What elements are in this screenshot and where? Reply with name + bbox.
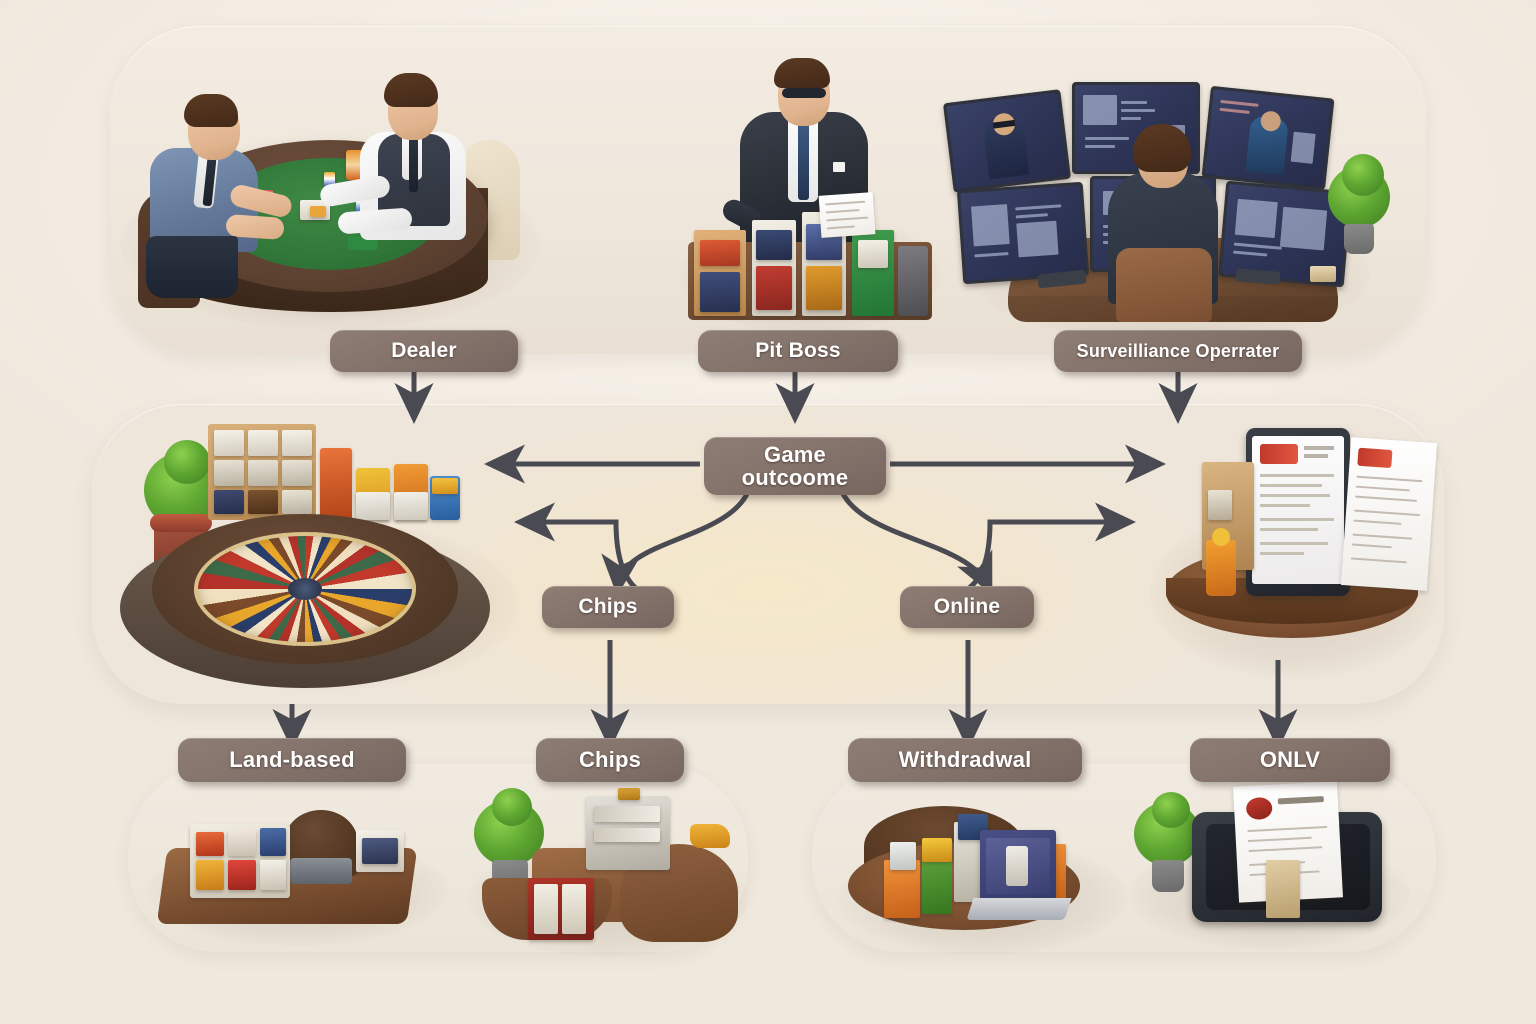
scene-onlv: [1130, 778, 1420, 958]
label-text-chips-bottom: Chips: [578, 747, 642, 773]
label-text-online-mid: Online: [933, 594, 1001, 618]
label-text-withdrawal: Withdradwal: [898, 747, 1032, 773]
label-text-onlv: ONLV: [1259, 747, 1321, 773]
label-text-game-outcome-line2: outcoome: [741, 465, 849, 490]
label-text-dealer: Dealer: [391, 338, 457, 362]
node-label-chips-mid[interactable]: Chips: [542, 586, 674, 628]
node-label-game-outcome[interactable]: Game outcoome: [704, 437, 886, 495]
scene-surveillance: [930, 34, 1410, 344]
scene-pit-boss: [660, 34, 960, 334]
scene-dealer: [110, 40, 550, 340]
node-label-surveillance[interactable]: Surveilliance Operrater: [1054, 330, 1302, 372]
node-label-online-mid[interactable]: Online: [900, 586, 1034, 628]
scene-withdrawal: [838, 780, 1138, 960]
node-label-land-based[interactable]: Land-based: [178, 738, 406, 782]
scene-online-device: [1150, 418, 1450, 678]
label-text-chips-mid: Chips: [578, 594, 638, 618]
monitor-screen: [942, 89, 1072, 193]
label-text-pit-boss: Pit Boss: [755, 338, 841, 362]
scene-chips: [468, 782, 758, 962]
node-label-chips-bottom[interactable]: Chips: [536, 738, 684, 782]
node-label-onlv[interactable]: ONLV: [1190, 738, 1390, 782]
scene-land-based: [148, 786, 468, 956]
label-text-surveillance: Surveilliance Operrater: [1076, 340, 1280, 361]
label-text-land-based: Land-based: [229, 747, 355, 773]
scene-roulette: [120, 420, 540, 700]
label-text-game-outcome-line1: Game: [764, 441, 826, 467]
node-label-withdrawal[interactable]: Withdradwal: [848, 738, 1082, 782]
node-label-dealer[interactable]: Dealer: [330, 330, 518, 372]
node-label-pit-boss[interactable]: Pit Boss: [698, 330, 898, 372]
